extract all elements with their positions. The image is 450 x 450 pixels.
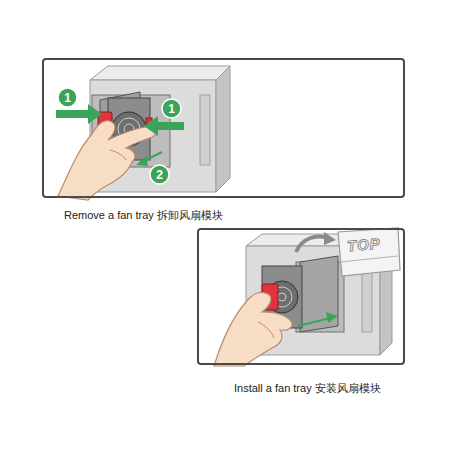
callout-number-text: 2 [156, 169, 163, 181]
push-arrow [144, 116, 184, 136]
push-arrow [56, 104, 102, 124]
callout-number: 2 [149, 164, 170, 185]
callout-number-text: 1 [168, 103, 175, 115]
callout-number-text: 1 [64, 92, 71, 104]
pull-arrow-head [136, 156, 148, 166]
insert-arrow-head [326, 312, 338, 323]
orientation-label: TOP [346, 235, 381, 255]
fan-grill-ring [278, 293, 286, 301]
callout-number: 1 [57, 87, 78, 108]
callout-circle [162, 99, 181, 118]
magnified-edge [340, 256, 398, 262]
magnified-view [338, 228, 400, 276]
hand-crease [110, 150, 126, 160]
chassis-top [90, 66, 230, 80]
step-panel: Remove a fan tray 拆卸风扇模块112 [42, 58, 405, 198]
hand [58, 121, 157, 200]
zoom-arrow [296, 237, 328, 252]
step-caption: Install a fan tray 安装风扇模块 [234, 381, 381, 396]
step-caption: Remove a fan tray 拆卸风扇模块 [64, 208, 223, 223]
chassis-ear [200, 95, 210, 165]
hand-crease [258, 322, 274, 338]
callout-circle [150, 165, 169, 184]
hand [214, 292, 292, 366]
callout-number: 1 [161, 98, 182, 119]
zoom-arrow-head [324, 232, 336, 245]
chassis-side [216, 66, 230, 192]
insert-arrow [298, 318, 330, 326]
callout-circle [58, 88, 77, 107]
